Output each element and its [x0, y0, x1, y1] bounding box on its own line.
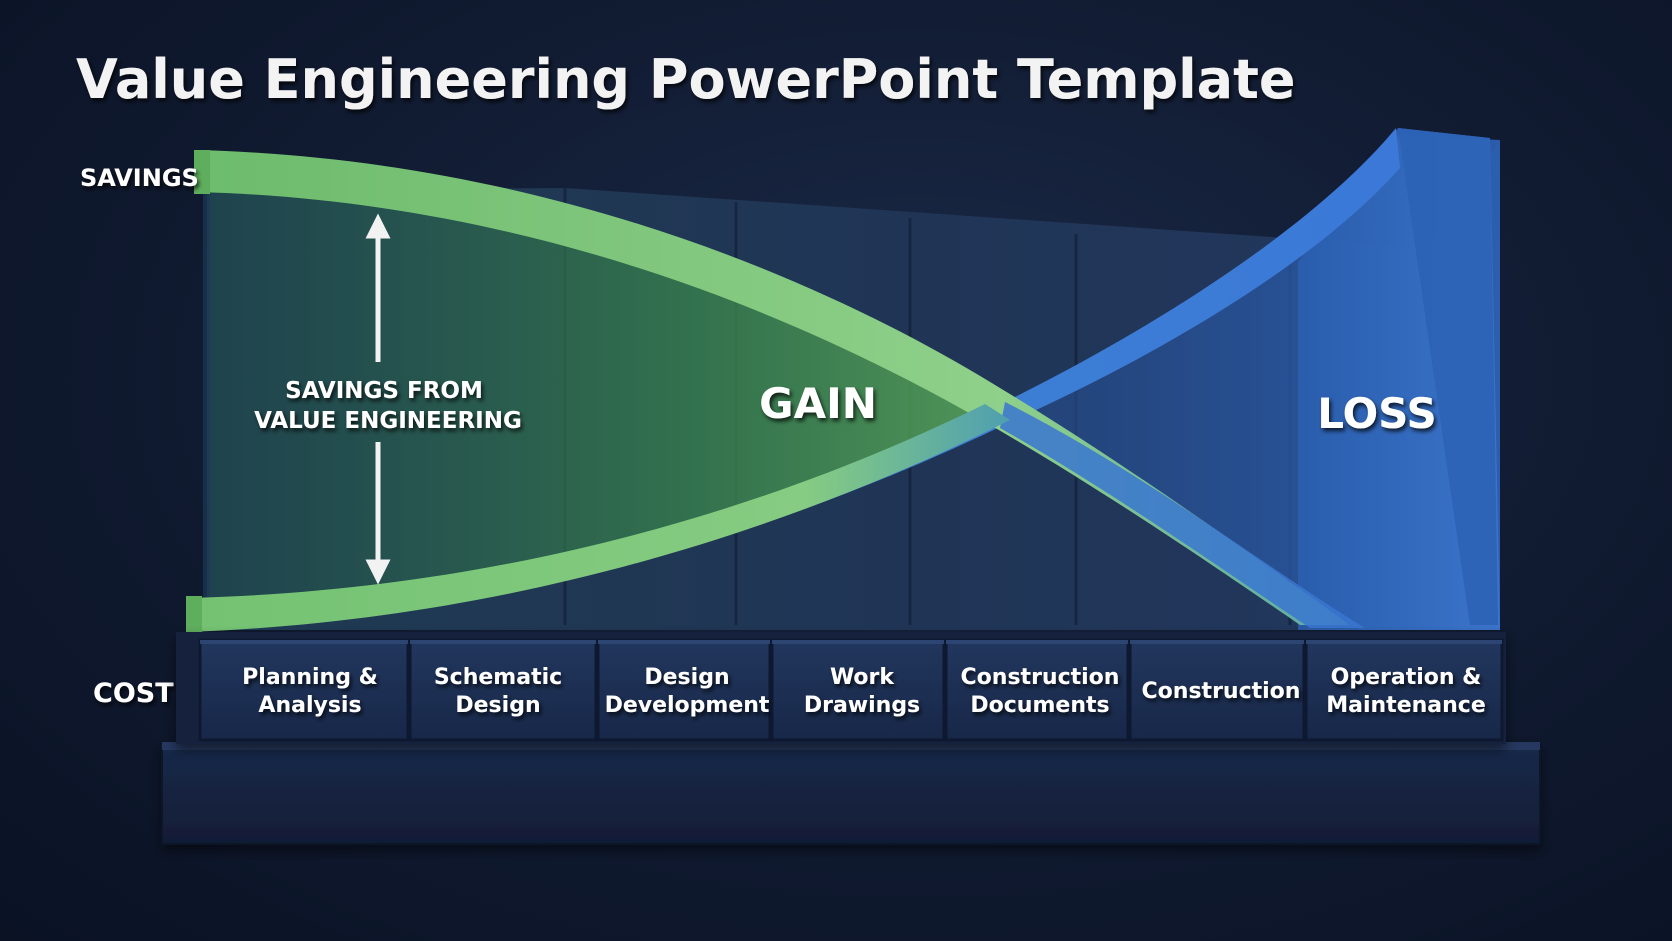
annotation-line2: VALUE ENGINEERING [254, 408, 522, 434]
phase-label: Schematic [434, 665, 562, 690]
loss-label: LOSS [1317, 389, 1437, 438]
phase-label: Planning & [242, 665, 378, 690]
phase-block-highlight [1306, 640, 1502, 644]
annotation-line1: SAVINGS FROM [285, 378, 483, 404]
phase-blocks: Planning &AnalysisSchematicDesignDesignD… [198, 638, 1504, 742]
phase-block-face [198, 638, 410, 742]
cost-curve-cap [186, 596, 202, 632]
phase-block-face [408, 638, 598, 742]
phase-block: Construction [1128, 638, 1306, 742]
phase-block-highlight [410, 640, 596, 644]
gain-region [210, 188, 1005, 608]
phase-block-highlight [598, 640, 770, 644]
phase-block-face [596, 638, 772, 742]
phase-label: Construction [961, 665, 1120, 690]
phase-label: Maintenance [1326, 693, 1486, 718]
page-title: Value Engineering PowerPoint Template [76, 48, 1296, 111]
phase-block-face [944, 638, 1130, 742]
phase-label: Design [455, 693, 540, 718]
phase-block-face [770, 638, 946, 742]
phase-block-highlight [946, 640, 1128, 644]
phase-block-face [1304, 638, 1504, 742]
gain-label: GAIN [759, 379, 877, 428]
phase-block-highlight [1130, 640, 1304, 644]
cost-axis-label: COST [93, 678, 174, 709]
phase-label: Development [605, 693, 770, 718]
savings-lower-band [188, 404, 1010, 632]
phase-block: Planning & Analysis [198, 638, 410, 742]
phase-label: Analysis [258, 693, 361, 718]
savings-curve [196, 150, 1350, 625]
savings-axis-label: SAVINGS [80, 164, 199, 192]
phase-block-highlight [200, 640, 408, 644]
phase-label: Operation & [1331, 665, 1482, 690]
phase-label: Work [830, 665, 895, 690]
loss-tower-face [1398, 128, 1498, 625]
savings-curve-cap [194, 150, 210, 194]
phase-label: Documents [970, 693, 1109, 718]
phase-block-face [1128, 638, 1306, 742]
phase-label: Drawings [804, 693, 920, 718]
phase-label: Design [644, 665, 729, 690]
base-plinth [161, 741, 1541, 845]
cost-curve-lower [1000, 402, 1365, 628]
phase-label: Construction [1142, 679, 1301, 704]
phase-block-highlight [772, 640, 944, 644]
phase-block: Operation & Maintenance [1304, 638, 1504, 742]
